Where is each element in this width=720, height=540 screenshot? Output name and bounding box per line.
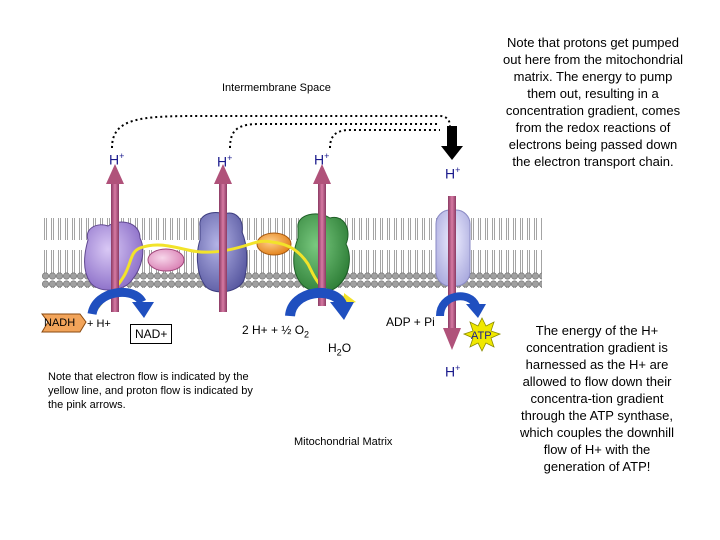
nadh-shape [41, 313, 87, 333]
note-proton-pumping: Note that protons get pumped out here fr… [503, 35, 683, 169]
oxygen-reaction-label: 2 H+ + ½ O2 [242, 323, 310, 340]
curved-arrow-adp [436, 292, 486, 318]
curved-arrow-oxygen [285, 287, 354, 320]
down-arrow-icon [441, 126, 463, 160]
intermembrane-space-label: Intermembrane Space [222, 82, 331, 94]
proton-label-3: H+ [314, 151, 330, 168]
note-atp-synthase: The energy of the H+ concentration gradi… [520, 323, 674, 474]
water-label: H2O [328, 341, 352, 358]
atp-star-icon [462, 317, 502, 352]
curved-arrow-nadh [87, 288, 154, 318]
proton-arrow-down [443, 196, 461, 350]
ubiquinone [147, 248, 185, 272]
atp-label: ATP [471, 330, 492, 342]
nad-box: NAD+ [130, 324, 173, 344]
proton-path-dotted [111, 115, 451, 149]
proton-label-4: H+ [445, 165, 461, 182]
cytochrome-c [256, 232, 292, 256]
adp-label: ADP + Pi [386, 315, 435, 329]
proton-label-2: H+ [217, 153, 233, 170]
proton-arrow-up-1 [106, 164, 124, 312]
proton-arrow-up-2 [214, 164, 232, 312]
nadh-label: NADH [44, 317, 76, 329]
proton-arrow-up-3 [313, 164, 331, 306]
mitochondrial-matrix-label: Mitochondrial Matrix [294, 436, 393, 448]
proton-label-1: H+ [109, 151, 125, 168]
proton-label-5: H+ [445, 363, 461, 380]
note-flow-legend: Note that electron flow is indicated by … [48, 371, 253, 411]
nadh-plus-label: + H+ [87, 318, 111, 330]
